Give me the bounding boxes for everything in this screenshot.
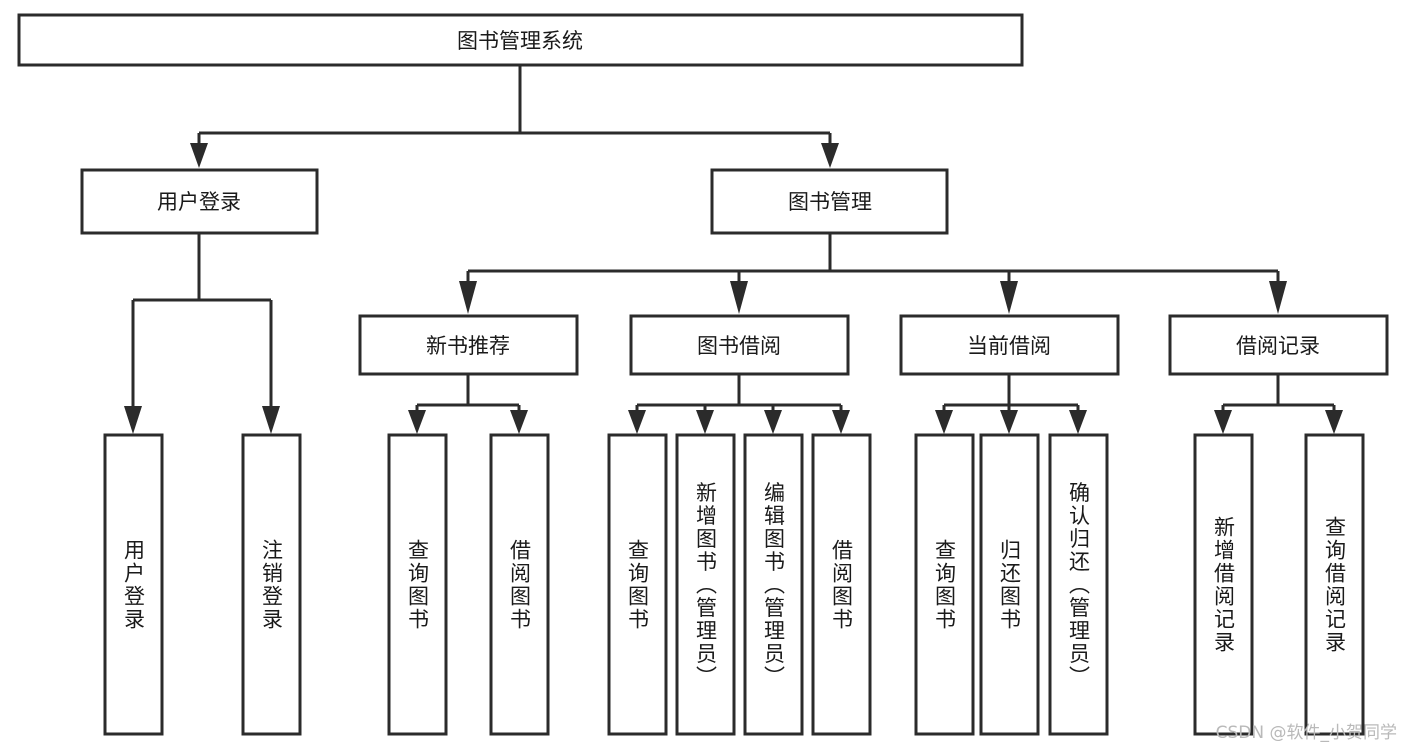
arrow-head-current-borrow: [1000, 281, 1018, 314]
arrow-head-leaf-query-record: [1325, 410, 1343, 434]
arrow-head-leaf-borrow-book-2: [832, 410, 850, 434]
arrow-head-leaf-borrow-book-1: [510, 410, 528, 434]
leaf-box-borrow-book-2[interactable]: [811, 433, 872, 736]
leaf-box-logout-login[interactable]: [241, 433, 302, 736]
leaf-box-edit-book[interactable]: [743, 433, 804, 736]
leaf-box-add-record[interactable]: [1193, 433, 1254, 736]
arrow-head-leaf-user-login: [124, 406, 142, 434]
arrow-head-leaf-query-book-1: [408, 410, 426, 434]
arrow-head-leaf-add-book: [696, 410, 714, 434]
leaf-box-query-book-1[interactable]: [387, 433, 448, 736]
node-current-borrow[interactable]: [899, 314, 1120, 376]
leaf-box-return-book[interactable]: [979, 433, 1040, 736]
node-book-borrow[interactable]: [629, 314, 850, 376]
arrow-head-book-borrow: [730, 281, 748, 314]
arrow-head-new-book-recommend: [459, 281, 477, 314]
arrow-head-leaf-return-book: [1000, 410, 1018, 434]
leaf-box-query-book-2[interactable]: [607, 433, 668, 736]
leaf-box-query-book-3[interactable]: [914, 433, 975, 736]
node-root[interactable]: [17, 13, 1024, 67]
arrow-head-leaf-logout-login: [262, 406, 280, 434]
leaf-box-user-login[interactable]: [103, 433, 164, 736]
leaf-box-query-record[interactable]: [1304, 433, 1365, 736]
node-book-management[interactable]: [710, 168, 949, 235]
arrow-head-leaf-confirm-return: [1069, 410, 1087, 434]
leaf-box-confirm-return[interactable]: [1048, 433, 1109, 736]
arrow-head-user-login: [190, 143, 208, 168]
arrow-head-borrow-record: [1269, 281, 1287, 314]
arrow-head-leaf-query-book-2: [628, 410, 646, 434]
leaf-box-add-book[interactable]: [675, 433, 736, 736]
arrow-head-leaf-edit-book: [764, 410, 782, 434]
leaf-box-borrow-book-1[interactable]: [489, 433, 550, 736]
arrow-head-book-management: [821, 143, 839, 168]
node-user-login[interactable]: [80, 168, 319, 235]
arrow-head-leaf-add-record: [1214, 410, 1232, 434]
node-new-book-recommend[interactable]: [358, 314, 579, 376]
node-borrow-record[interactable]: [1168, 314, 1389, 376]
arrow-head-leaf-query-book-3: [935, 410, 953, 434]
